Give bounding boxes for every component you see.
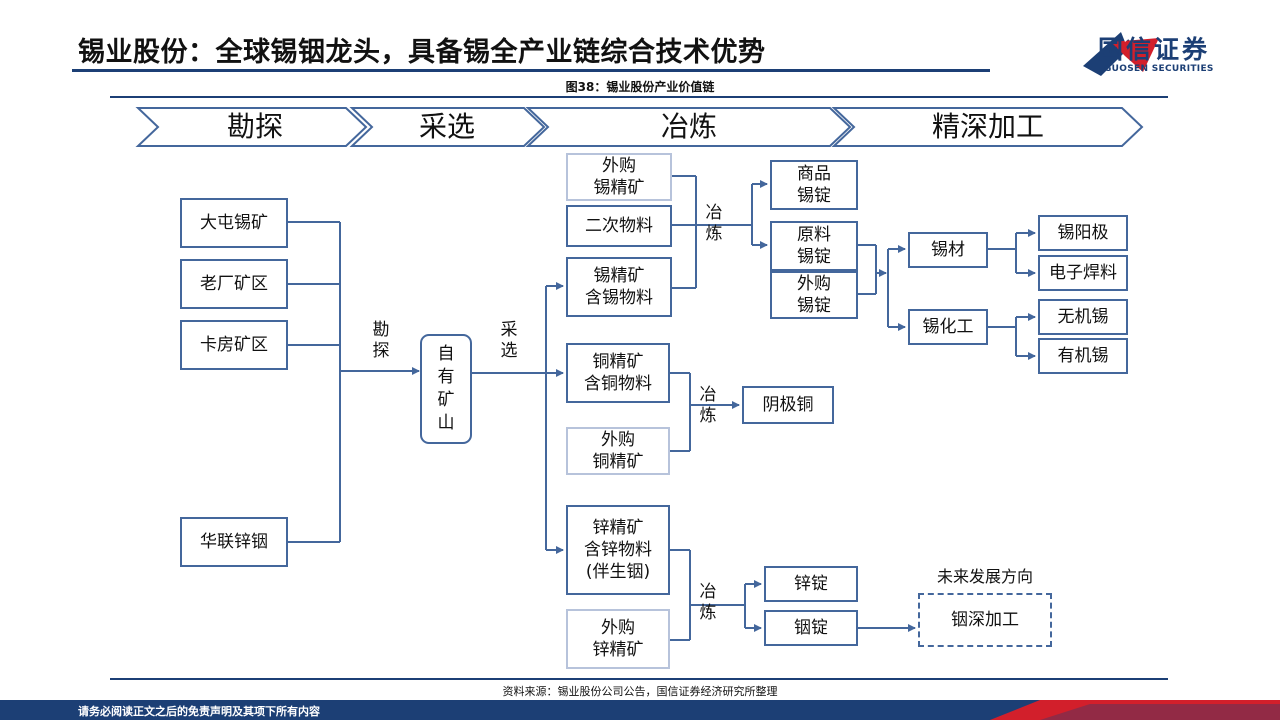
edge-label-smelt-tin: 冶 炼 [705, 203, 723, 244]
own-mine: 自 有 矿 山 [420, 334, 472, 444]
figure-bottom-rule [110, 678, 1168, 680]
logo-text-en: GUOSEN SECURITIES [1104, 64, 1214, 74]
future-indium-processing: 铟深加工 [918, 593, 1052, 647]
source-note: 资料来源：锡业股份公司公告，国信证券经济研究所整理 [502, 685, 778, 698]
figure-title: 图38：锡业股份产业价值链 [565, 80, 715, 94]
tin-ingot-purchased: 外购 锡锭 [770, 271, 858, 319]
future-direction-label: 未来发展方向 [936, 567, 1033, 586]
tin-input-purchased-concentrate: 外购 锡精矿 [566, 153, 672, 201]
edge-label-beneficiation: 采 选 [500, 320, 518, 361]
tin-final-anode: 锡阳极 [1038, 215, 1128, 251]
figure-top-rule [110, 96, 1168, 98]
tin-input-concentrate: 锡精矿 含锡物料 [566, 257, 672, 317]
footer-bar [0, 700, 1280, 720]
page-title: 锡业股份：全球锡铟龙头，具备锡全产业链综合技术优势 [78, 37, 766, 68]
stage-chevron-beneficiation [349, 107, 546, 147]
zinc-input-purchased: 外购 锌精矿 [566, 609, 670, 669]
stage-beneficiation: 采选 [418, 110, 475, 143]
logo-text-cn: 国信证券 [1098, 35, 1211, 64]
tin-ingot-commodity: 商品 锡锭 [770, 160, 858, 210]
tin-final-organic: 有机锡 [1038, 338, 1128, 374]
stage-chevron-explore [135, 107, 368, 147]
copper-product-cathode: 阴极铜 [742, 386, 834, 424]
copper-input-purchased: 外购 铜精矿 [566, 427, 670, 475]
tin-product-chemical: 锡化工 [908, 309, 988, 345]
edge-label-explore: 勘 探 [372, 320, 390, 361]
mine-datun: 大屯锡矿 [180, 198, 288, 248]
edge-label-smelt-zinc: 冶 炼 [699, 582, 717, 623]
tin-ingot-raw: 原料 锡锭 [770, 221, 858, 271]
mine-hualian: 华联锌铟 [180, 517, 288, 567]
copper-input-concentrate: 铜精矿 含铜物料 [566, 343, 670, 403]
stage-smelting: 冶炼 [660, 110, 717, 143]
stage-chevron-smelting [525, 107, 852, 147]
tin-input-secondary: 二次物料 [566, 205, 672, 247]
tin-final-solder: 电子焊料 [1038, 255, 1128, 291]
mine-kafang: 卡房矿区 [180, 320, 288, 370]
disclaimer-text: 请务必阅读正文之后的免责声明及其项下所有内容 [78, 705, 320, 718]
stage-explore: 勘探 [226, 110, 283, 143]
edge-label-smelt-copper: 冶 炼 [699, 385, 717, 426]
zinc-input-concentrate: 锌精矿 含锌物料 (伴生铟) [566, 505, 670, 595]
mine-laochang: 老厂矿区 [180, 259, 288, 309]
stage-chevron-processing [831, 107, 1144, 147]
stage-processing: 精深加工 [931, 110, 1044, 143]
title-underline [72, 69, 990, 72]
tin-product-material: 锡材 [908, 232, 988, 268]
tin-final-inorganic: 无机锡 [1038, 299, 1128, 335]
guosen-logo-icon [1083, 32, 1159, 76]
zinc-product-ingot: 锌锭 [764, 566, 858, 602]
indium-product-ingot: 铟锭 [764, 610, 858, 646]
